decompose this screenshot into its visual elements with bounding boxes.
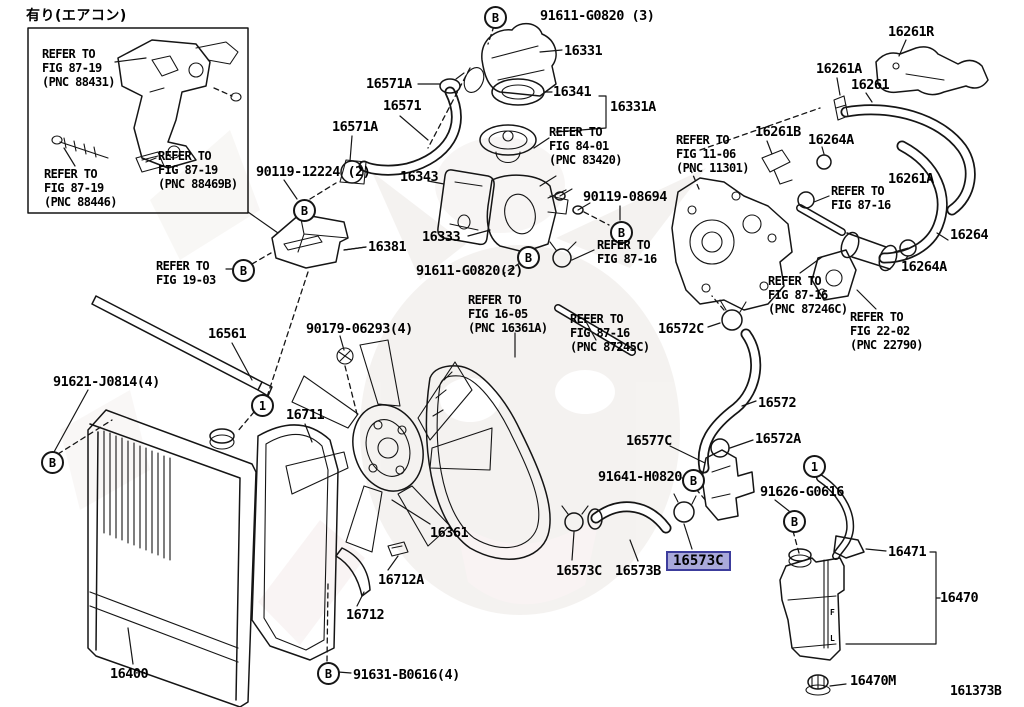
part-label-16571a-low[interactable]: 16571A bbox=[332, 119, 378, 135]
hose-16572-group bbox=[697, 299, 762, 474]
part-label-16261a-right[interactable]: 16261A bbox=[888, 171, 934, 187]
refer-fig8716-87245c: REFER TO FIG 87-16 (PNC 87245C) bbox=[570, 312, 650, 354]
bottle-full-mark: F bbox=[830, 608, 835, 617]
fan-shroud-16711 bbox=[251, 423, 339, 662]
circled-b-91641: B bbox=[682, 469, 705, 492]
part-label-16333[interactable]: 16333 bbox=[422, 229, 461, 245]
misc-leaders bbox=[53, 246, 367, 674]
circled-b-91611-3: B bbox=[484, 6, 507, 29]
part-label-16572[interactable]: 16572 bbox=[758, 395, 797, 411]
strap-16712 bbox=[335, 541, 409, 607]
part-label-16573b[interactable]: 16573B bbox=[615, 563, 661, 579]
part-label-16261b[interactable]: 16261B bbox=[755, 124, 801, 140]
part-label-16470[interactable]: 16470 bbox=[940, 590, 979, 606]
water-inlet-16333-group bbox=[427, 169, 621, 275]
refer-fig1106: REFER TO FIG 11-06 (PNC 11301) bbox=[676, 133, 749, 175]
figure-id: 161373B bbox=[950, 684, 1002, 699]
pump-assembly bbox=[799, 231, 909, 310]
refer-fig1903: REFER TO FIG 19-03 bbox=[156, 259, 216, 287]
part-label-90119-12224[interactable]: 90119-12224 (2) bbox=[256, 164, 371, 180]
refer-fig8719-88446: REFER TO FIG 87-19 (PNC 88446) bbox=[44, 167, 117, 209]
part-label-16577c[interactable]: 16577C bbox=[626, 433, 672, 449]
circled-b-12224: B bbox=[293, 199, 316, 222]
part-label-16264[interactable]: 16264 bbox=[950, 227, 989, 243]
part-label-16712a[interactable]: 16712A bbox=[378, 572, 424, 588]
part-label-16264a-low[interactable]: 16264A bbox=[901, 259, 947, 275]
refer-fig1605: REFER TO FIG 16-05 (PNC 16361A) bbox=[468, 293, 548, 335]
reservoir-group bbox=[774, 463, 941, 696]
circled-b-g0820-2: B bbox=[517, 246, 540, 269]
circled-b-91621: B bbox=[41, 451, 64, 474]
bottle-low-mark: L bbox=[830, 634, 835, 643]
part-label-16711[interactable]: 16711 bbox=[286, 407, 325, 423]
part-label-16572a[interactable]: 16572A bbox=[755, 431, 801, 447]
part-label-16261[interactable]: 16261 bbox=[851, 77, 890, 93]
part-label-90119-08694[interactable]: 90119-08694 bbox=[583, 189, 667, 205]
part-label-16712[interactable]: 16712 bbox=[346, 607, 385, 623]
part-label-91621[interactable]: 91621-J0814(4) bbox=[53, 374, 160, 390]
part-label-16264a-up[interactable]: 16264A bbox=[808, 132, 854, 148]
aircon-inset-box bbox=[27, 27, 279, 234]
bracket-16381 bbox=[251, 213, 367, 413]
part-label-16561[interactable]: 16561 bbox=[208, 326, 247, 342]
refer-fig8401: REFER TO FIG 84-01 (PNC 83420) bbox=[549, 125, 622, 167]
part-label-16571[interactable]: 16571 bbox=[383, 98, 422, 114]
part-label-16261a-up[interactable]: 16261A bbox=[816, 61, 862, 77]
circled-1-cap: 1 bbox=[251, 394, 274, 417]
part-label-16573c-highlighted[interactable]: 16573C bbox=[666, 551, 731, 571]
part-label-16573c-left[interactable]: 16573C bbox=[556, 563, 602, 579]
part-label-91626[interactable]: 91626-G0616 bbox=[760, 484, 844, 500]
refer-fig8716-mid: REFER TO FIG 87-16 bbox=[597, 238, 657, 266]
part-label-91611-g0820-2[interactable]: 91611-G0820(2) bbox=[416, 263, 523, 279]
part-label-16470m[interactable]: 16470M bbox=[850, 673, 896, 689]
circled-b-1903: B bbox=[232, 259, 255, 282]
part-label-90179[interactable]: 90179-06293(4) bbox=[306, 321, 413, 337]
part-label-16571a-top[interactable]: 16571A bbox=[366, 76, 412, 92]
circled-1-bottle: 1 bbox=[803, 455, 826, 478]
part-label-16572c[interactable]: 16572C bbox=[658, 321, 704, 337]
bypass-pipe bbox=[554, 304, 636, 356]
part-label-16261r[interactable]: 16261R bbox=[888, 24, 934, 40]
part-label-91611-g0820-3[interactable]: 91611-G0820 (3) bbox=[540, 8, 655, 24]
engine-cover bbox=[671, 107, 821, 311]
part-label-91631[interactable]: 91631-B0616(4) bbox=[353, 667, 460, 683]
hose-16571 bbox=[283, 72, 465, 200]
heater-hoses-right bbox=[761, 39, 989, 264]
part-label-16331a[interactable]: 16331A bbox=[610, 99, 656, 115]
refer-fig8719-88469b: REFER TO FIG 87-19 (PNC 88469B) bbox=[158, 149, 238, 191]
refer-fig2202: REFER TO FIG 22-02 (PNC 22790) bbox=[850, 310, 923, 352]
refer-fig8719-88431: REFER TO FIG 87-19 (PNC 88431) bbox=[42, 47, 115, 89]
refer-fig8716-87246c: REFER TO FIG 87-16 (PNC 87246C) bbox=[768, 274, 848, 316]
refer-fig8716-right: REFER TO FIG 87-16 bbox=[831, 184, 891, 212]
part-label-16471[interactable]: 16471 bbox=[888, 544, 927, 560]
drive-belt bbox=[425, 332, 551, 560]
radiator-16400 bbox=[57, 409, 257, 707]
circled-b-08694: B bbox=[610, 221, 633, 244]
circled-b-91631: B bbox=[317, 662, 340, 685]
part-label-16361[interactable]: 16361 bbox=[430, 525, 469, 541]
aircon-note: 有り(エアコン) bbox=[26, 8, 127, 24]
part-label-16331[interactable]: 16331 bbox=[564, 43, 603, 59]
part-label-16381[interactable]: 16381 bbox=[368, 239, 407, 255]
water-outlet-16331-group bbox=[427, 22, 607, 164]
part-label-16341[interactable]: 16341 bbox=[553, 84, 592, 100]
part-label-16400[interactable]: 16400 bbox=[110, 666, 149, 682]
support-bar-16561 bbox=[91, 295, 273, 397]
part-label-91641[interactable]: 91641-H0820 bbox=[598, 469, 682, 485]
part-label-16343[interactable]: 16343 bbox=[400, 169, 439, 185]
radiator-cap bbox=[209, 411, 255, 450]
circled-b-91626: B bbox=[783, 510, 806, 533]
